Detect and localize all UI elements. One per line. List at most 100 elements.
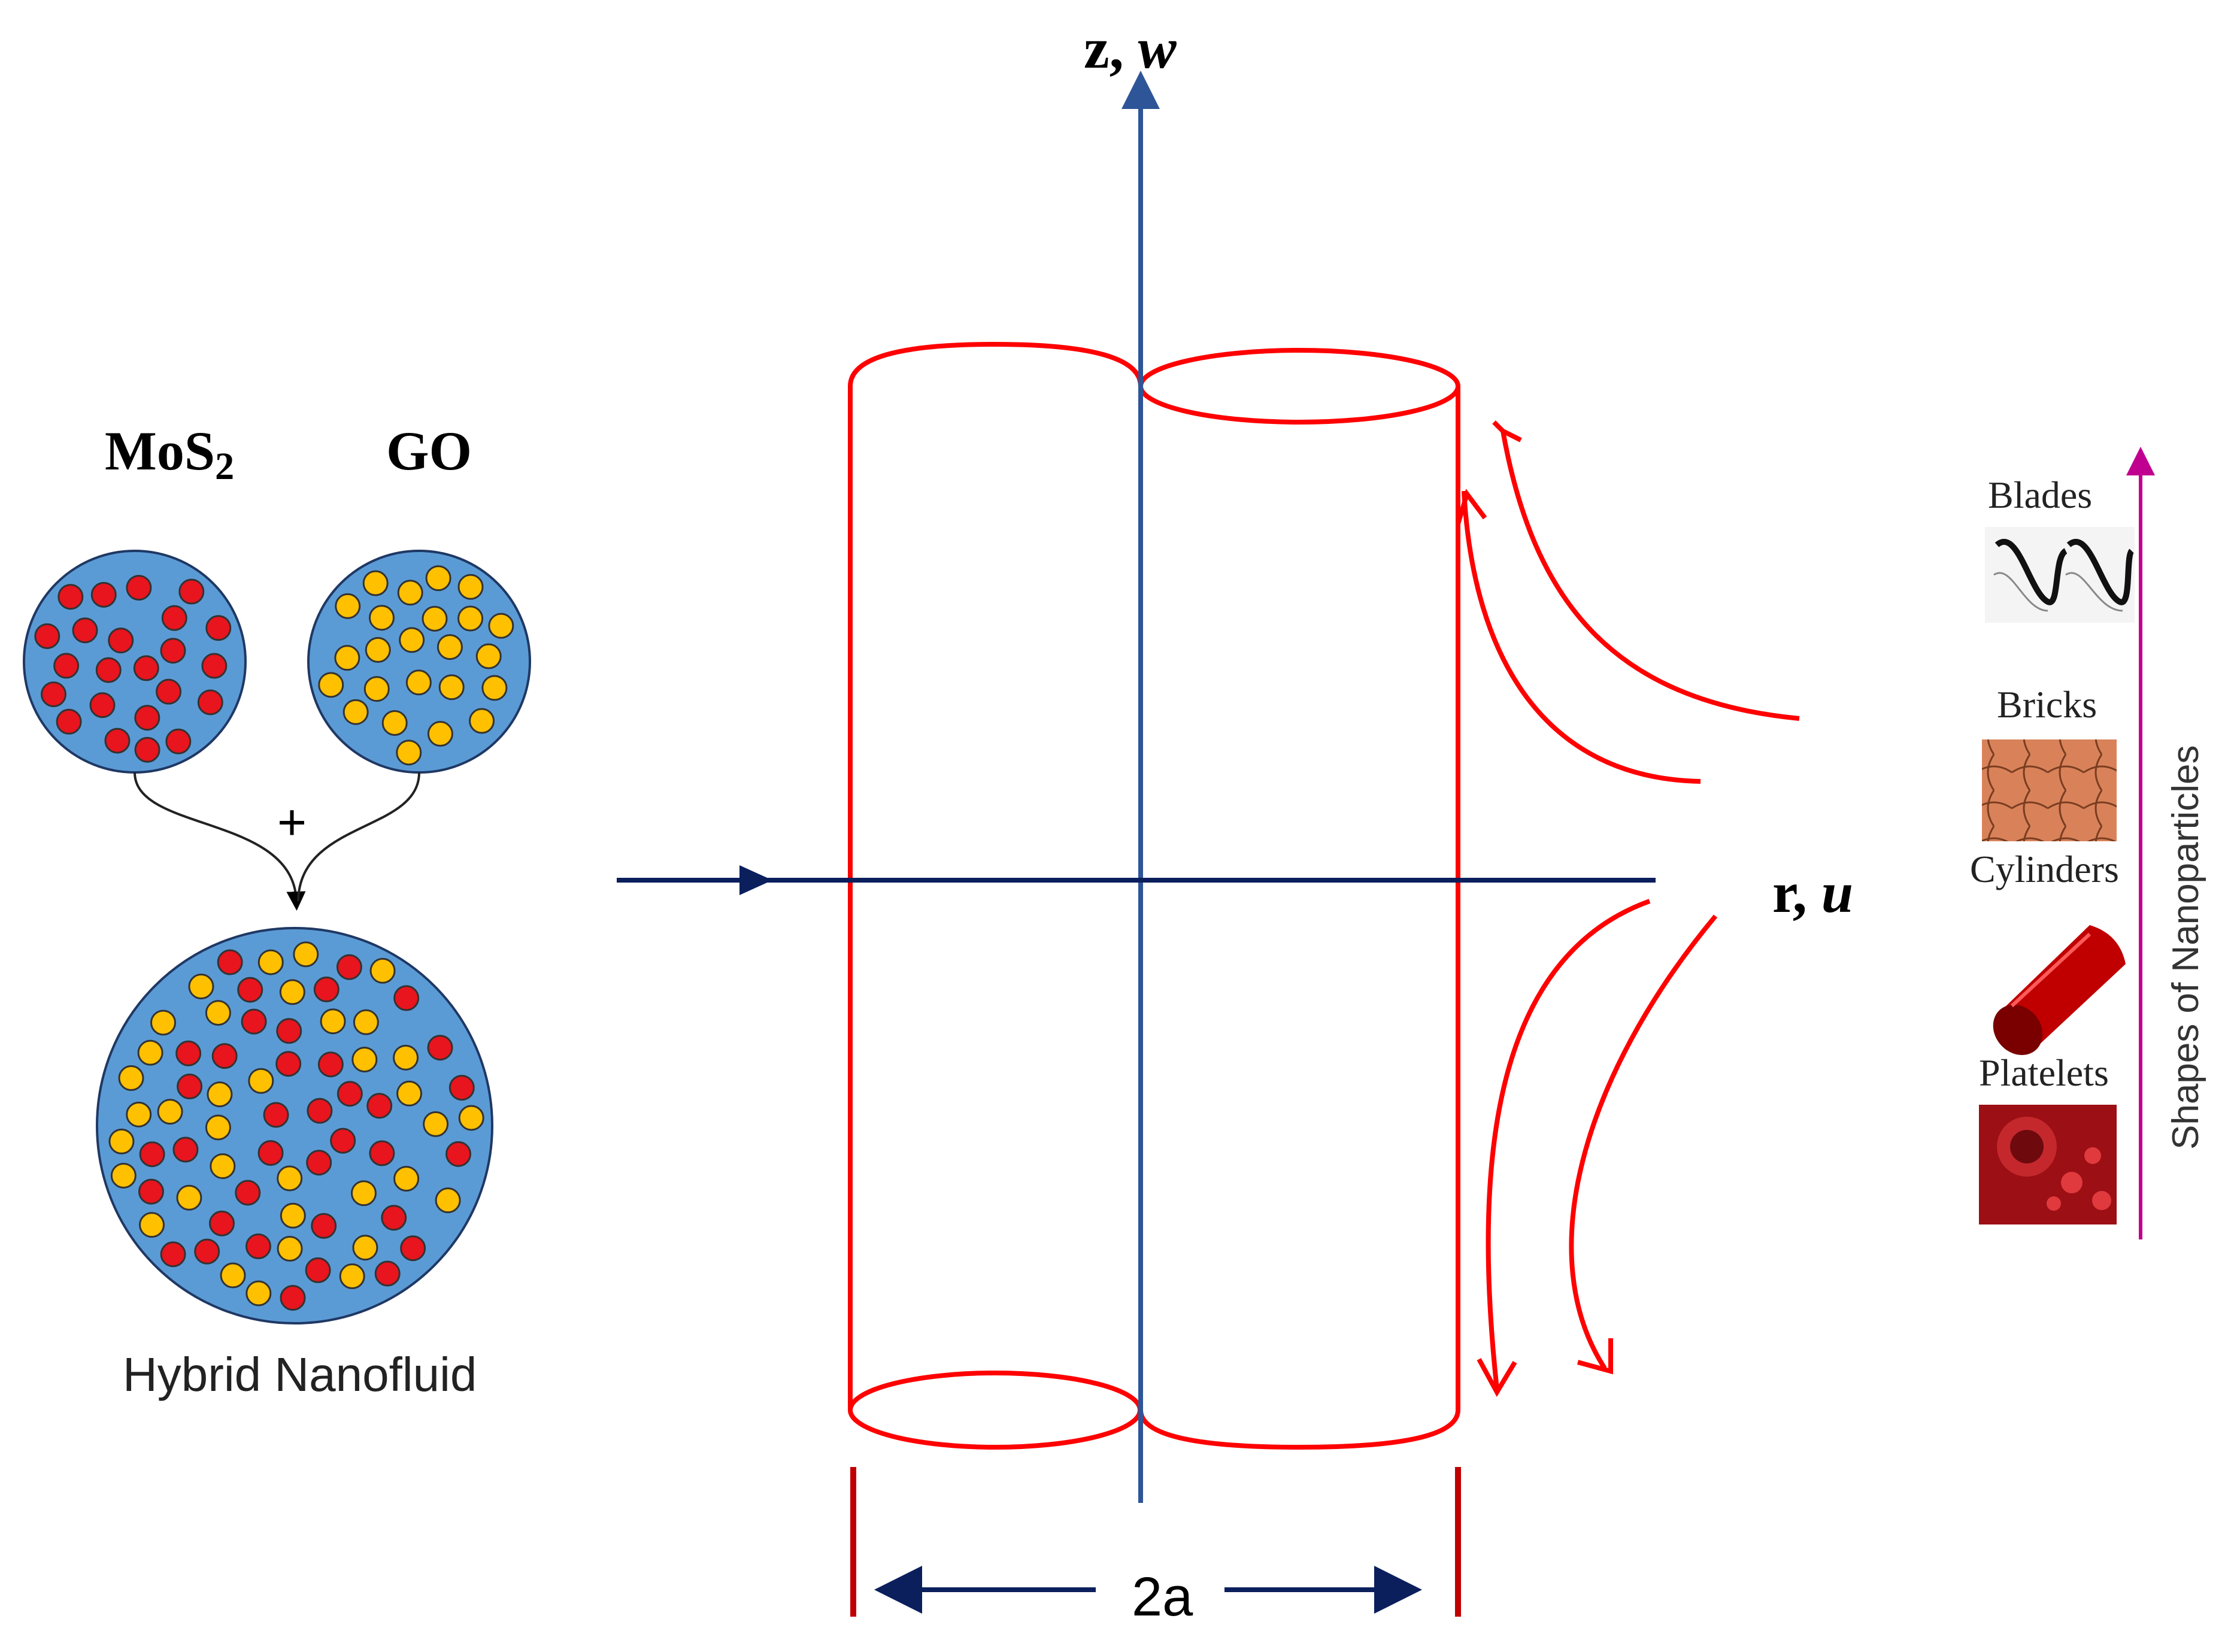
particle [241, 1008, 267, 1035]
particle [138, 1178, 164, 1205]
particle [257, 949, 284, 975]
shape-label-cylinders: Cylinders [1970, 848, 2119, 890]
particle [263, 1102, 289, 1128]
r-axis-label-var: u [1821, 860, 1854, 924]
flow-arrows [1456, 420, 1800, 1398]
particle [90, 581, 117, 608]
particle [207, 1081, 233, 1108]
particle [137, 1039, 163, 1066]
particle [237, 977, 263, 1003]
particle [172, 1136, 199, 1163]
particle [435, 1187, 461, 1214]
particle [438, 674, 465, 701]
particle [277, 1165, 303, 1192]
go-label: GO [386, 420, 472, 481]
mos2-particles [34, 575, 232, 763]
particle [363, 676, 390, 702]
particle [307, 1098, 333, 1124]
go-circle [307, 550, 531, 774]
particle [160, 1241, 186, 1268]
particle [374, 1260, 401, 1287]
particle [210, 1153, 236, 1180]
particle [161, 605, 187, 631]
particle [139, 1141, 165, 1168]
particle [245, 1233, 271, 1260]
z-axis-label: z, w [1084, 15, 1177, 81]
particle [188, 974, 214, 1000]
particle [108, 1128, 135, 1154]
particle [165, 728, 192, 754]
particle [160, 638, 186, 664]
merge-connectors [134, 772, 420, 911]
particle [220, 1262, 246, 1289]
cylinder-icon [1993, 925, 2126, 1056]
particle [156, 678, 182, 705]
particle [279, 979, 305, 1005]
particle [134, 705, 160, 731]
cylinder-pair [848, 341, 1460, 1450]
particle [56, 708, 82, 735]
r-axis-label: r, u [1772, 859, 1853, 926]
shape-label-platelets: Platelets [1979, 1051, 2109, 1094]
particle [422, 605, 448, 632]
particle [488, 613, 514, 639]
particle [211, 1043, 238, 1069]
particle [337, 1081, 363, 1107]
particle [217, 949, 243, 975]
platelets-icon [1979, 1105, 2117, 1224]
particle [397, 580, 423, 606]
particle [365, 636, 391, 663]
particle [89, 692, 116, 719]
particle [393, 1044, 419, 1071]
mos2-circle [23, 550, 247, 774]
particle [305, 1257, 331, 1283]
particle [209, 1210, 235, 1236]
particle [157, 1099, 183, 1125]
particle [425, 565, 451, 592]
particle [205, 1000, 231, 1026]
shape-label-bricks: Bricks [1997, 683, 2097, 726]
particle [381, 1205, 407, 1231]
mos2-label-main: MoS [105, 420, 215, 481]
particle [437, 634, 463, 660]
particle [201, 653, 228, 679]
particle [235, 1180, 261, 1206]
particle [457, 605, 484, 632]
particle [194, 1238, 220, 1265]
particle [57, 584, 84, 610]
particle [368, 605, 395, 631]
particle [457, 574, 484, 600]
particle [352, 1235, 378, 1261]
particle [110, 1162, 137, 1189]
particle [427, 721, 453, 747]
particle [393, 985, 420, 1011]
z-axis-label-main: z, [1084, 16, 1138, 80]
hybrid-particles [108, 941, 484, 1311]
particle [396, 1080, 423, 1107]
go-particles [318, 565, 514, 766]
r-axis-arrowhead [739, 865, 772, 895]
hybrid-nanofluid-label: Hybrid Nanofluid [123, 1348, 477, 1401]
particle [126, 575, 152, 601]
particle [104, 728, 131, 754]
particle [205, 615, 232, 641]
particle [293, 941, 319, 968]
particle [197, 689, 223, 716]
particle [313, 976, 340, 1002]
z-axis-label-var: w [1138, 16, 1177, 80]
particle [306, 1150, 332, 1176]
particle [276, 1018, 302, 1044]
particle [400, 1235, 426, 1262]
particle [177, 1074, 203, 1100]
particle [205, 1114, 231, 1141]
particle [133, 655, 159, 681]
particle [475, 643, 502, 669]
r-axis-label-main: r, [1772, 860, 1821, 924]
particle [318, 672, 344, 698]
particle [469, 708, 495, 734]
particle [381, 710, 408, 736]
mos2-label: MoS2 [105, 419, 234, 489]
particle [396, 739, 422, 766]
